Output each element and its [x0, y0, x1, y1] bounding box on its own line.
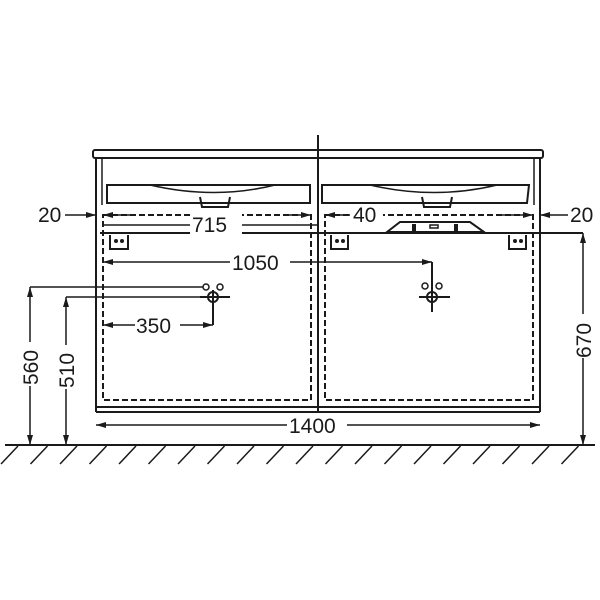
floor-hatch-line [383, 445, 403, 465]
floor-hatch-line [88, 445, 108, 465]
tap-symbol-left [200, 283, 230, 325]
floor-hatch-line [531, 445, 550, 465]
floor-hatch-line [118, 445, 137, 465]
hanger-rail [384, 221, 488, 233]
dim-350: 350 [136, 315, 171, 338]
dim-1050: 1050 [232, 252, 279, 275]
drawer-right-outline [324, 214, 534, 401]
dim-670: 670 [573, 323, 596, 358]
floor-hatch-line [206, 445, 226, 465]
floor-hatch-line [472, 445, 491, 465]
floor-hatch-line [177, 445, 196, 465]
floor-hatch-line [0, 445, 19, 465]
drawer-left-outline [102, 214, 312, 401]
floor-hatch-line [295, 445, 314, 465]
wall-brackets [109, 235, 527, 250]
floor-hatch-line [560, 445, 580, 465]
floor-hatch-line [442, 445, 462, 465]
basin-right [321, 184, 531, 208]
dim-40: 40 [353, 204, 376, 227]
dim-right-gap: 20 [570, 204, 593, 227]
floor-hatch-line [236, 445, 255, 465]
floor-hatch-line [29, 445, 49, 465]
floor-hatch-line [147, 445, 167, 465]
basin-left [106, 184, 311, 208]
dim-510: 510 [56, 353, 79, 388]
floor-hatch-line [501, 445, 521, 465]
floor [0, 444, 595, 465]
floor-hatch-line [59, 445, 78, 465]
floor-hatch-line [354, 445, 373, 465]
floor-hatch-line [324, 445, 344, 465]
floor-hatch-line [265, 445, 285, 465]
dim-left-gap: 20 [38, 204, 61, 227]
dim-715: 715 [192, 214, 227, 237]
dimension-labels: 20 715 40 20 1050 350 1400 560 510 670 [18, 204, 598, 438]
tap-symbol-right [419, 262, 450, 312]
dim-560: 560 [20, 350, 43, 385]
floor-hatch-line [413, 445, 432, 465]
dim-1400: 1400 [289, 415, 336, 438]
